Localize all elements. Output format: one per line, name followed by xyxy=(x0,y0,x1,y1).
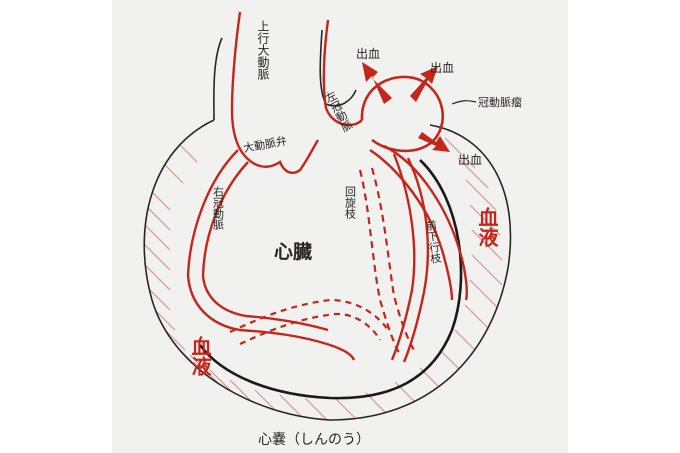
right-coronary-artery xyxy=(186,149,356,361)
bleeding-arrows xyxy=(362,62,450,152)
label-pericardium: 心嚢（しんのう） xyxy=(258,432,370,448)
label-bleeding-3: 出血 xyxy=(458,153,482,167)
label-blood-left: 血液 xyxy=(188,335,212,377)
aneurysm-pointer xyxy=(451,100,477,105)
label-circumflex-branch: 回旋枝 xyxy=(344,186,357,220)
ascending-aorta xyxy=(230,11,363,156)
right-coronary-branch-dashed xyxy=(229,298,389,333)
label-heart: 心臓 xyxy=(274,241,312,263)
anterior-descending-branch xyxy=(369,144,468,363)
aorta-outline-left xyxy=(213,37,223,121)
label-left-coronary-artery: 左冠動脈 xyxy=(322,89,355,135)
arrow-down-right-icon xyxy=(418,132,450,152)
label-blood-right: 血液 xyxy=(475,206,499,248)
aortic-valve xyxy=(243,139,320,174)
label-anterior-descending-branch: 前下行枝 xyxy=(423,218,442,265)
label-bleeding-1: 出血 xyxy=(356,47,380,61)
label-aneurysm: 冠動脈瘤 xyxy=(478,95,522,109)
right-coronary-branch-dashed-2 xyxy=(239,312,381,345)
pericardium-outline xyxy=(143,119,512,421)
label-ascending-aorta: 上行大動脈 xyxy=(256,20,270,81)
label-right-coronary-artery: 右冠動脈 xyxy=(212,185,225,231)
pericardial-blood-hatching xyxy=(144,137,503,420)
heart-outline xyxy=(198,159,463,400)
label-bleeding-2: 出血 xyxy=(430,61,454,75)
circumflex-branch xyxy=(358,167,415,356)
label-aortic-valve: 大動脈弁 xyxy=(242,134,288,155)
arrow-up-left-icon xyxy=(362,62,392,104)
arrow-up-right-icon xyxy=(410,66,438,102)
